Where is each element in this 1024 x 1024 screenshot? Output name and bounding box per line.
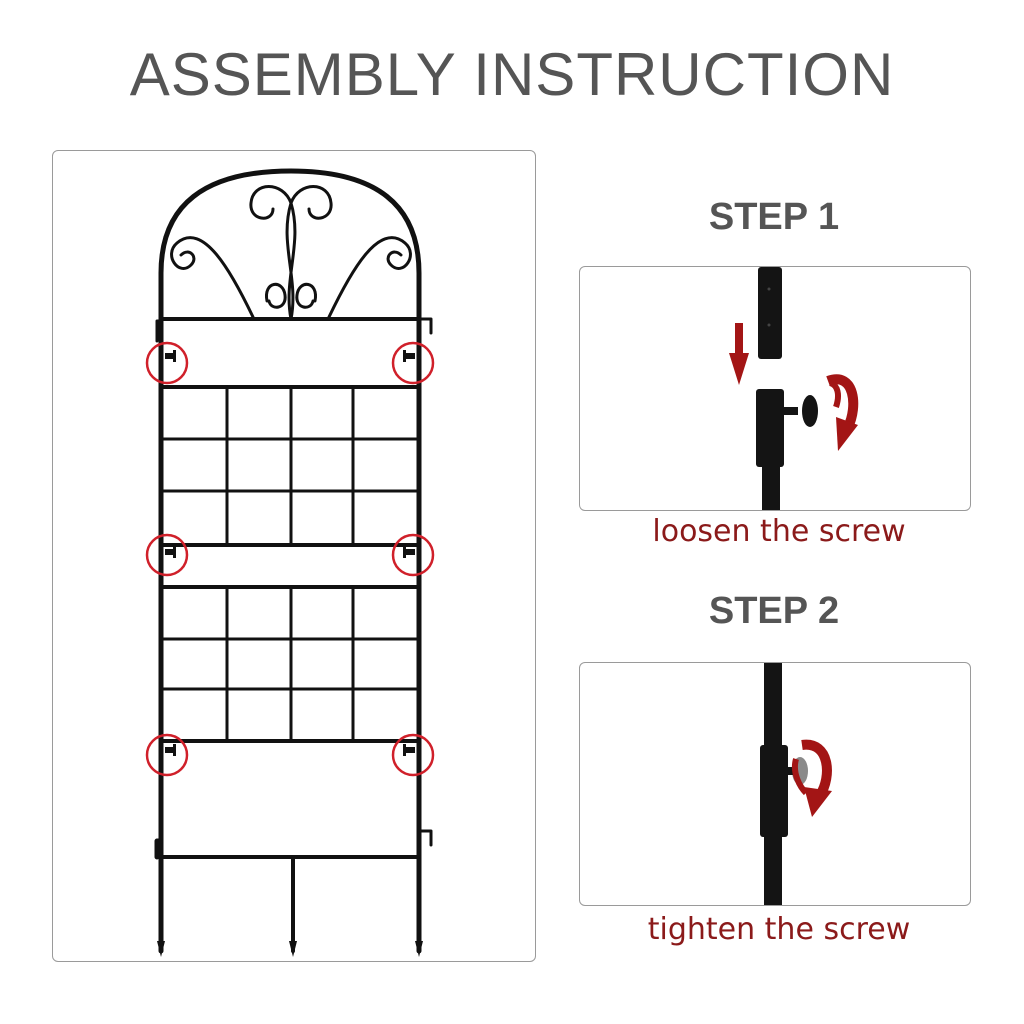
page-title: ASSEMBLY INSTRUCTION	[129, 41, 895, 108]
step-2-illustration	[760, 663, 832, 905]
step-1-illustration	[729, 267, 859, 510]
rotate-arrow-icon	[792, 739, 832, 817]
trellis-illustration-panel	[52, 150, 536, 962]
trellis-illustration	[145, 168, 435, 957]
down-arrow-icon	[729, 323, 749, 385]
trellis-grid-lower	[159, 585, 421, 743]
step-1-illustration-panel	[579, 266, 971, 511]
step-2-illustration-panel	[579, 662, 971, 906]
connector-highlight-circles	[145, 341, 435, 777]
step-1-caption: loosen the screw	[652, 514, 906, 549]
trellis-arch	[158, 168, 422, 320]
trellis-scroll-ornament	[170, 185, 412, 321]
step-1-heading: STEP 1	[708, 196, 840, 238]
rotate-arrow-icon	[826, 374, 859, 451]
step-2-caption: tighten the screw	[647, 912, 911, 947]
step-2-heading: STEP 2	[708, 590, 840, 632]
trellis-grid-upper	[159, 385, 421, 547]
